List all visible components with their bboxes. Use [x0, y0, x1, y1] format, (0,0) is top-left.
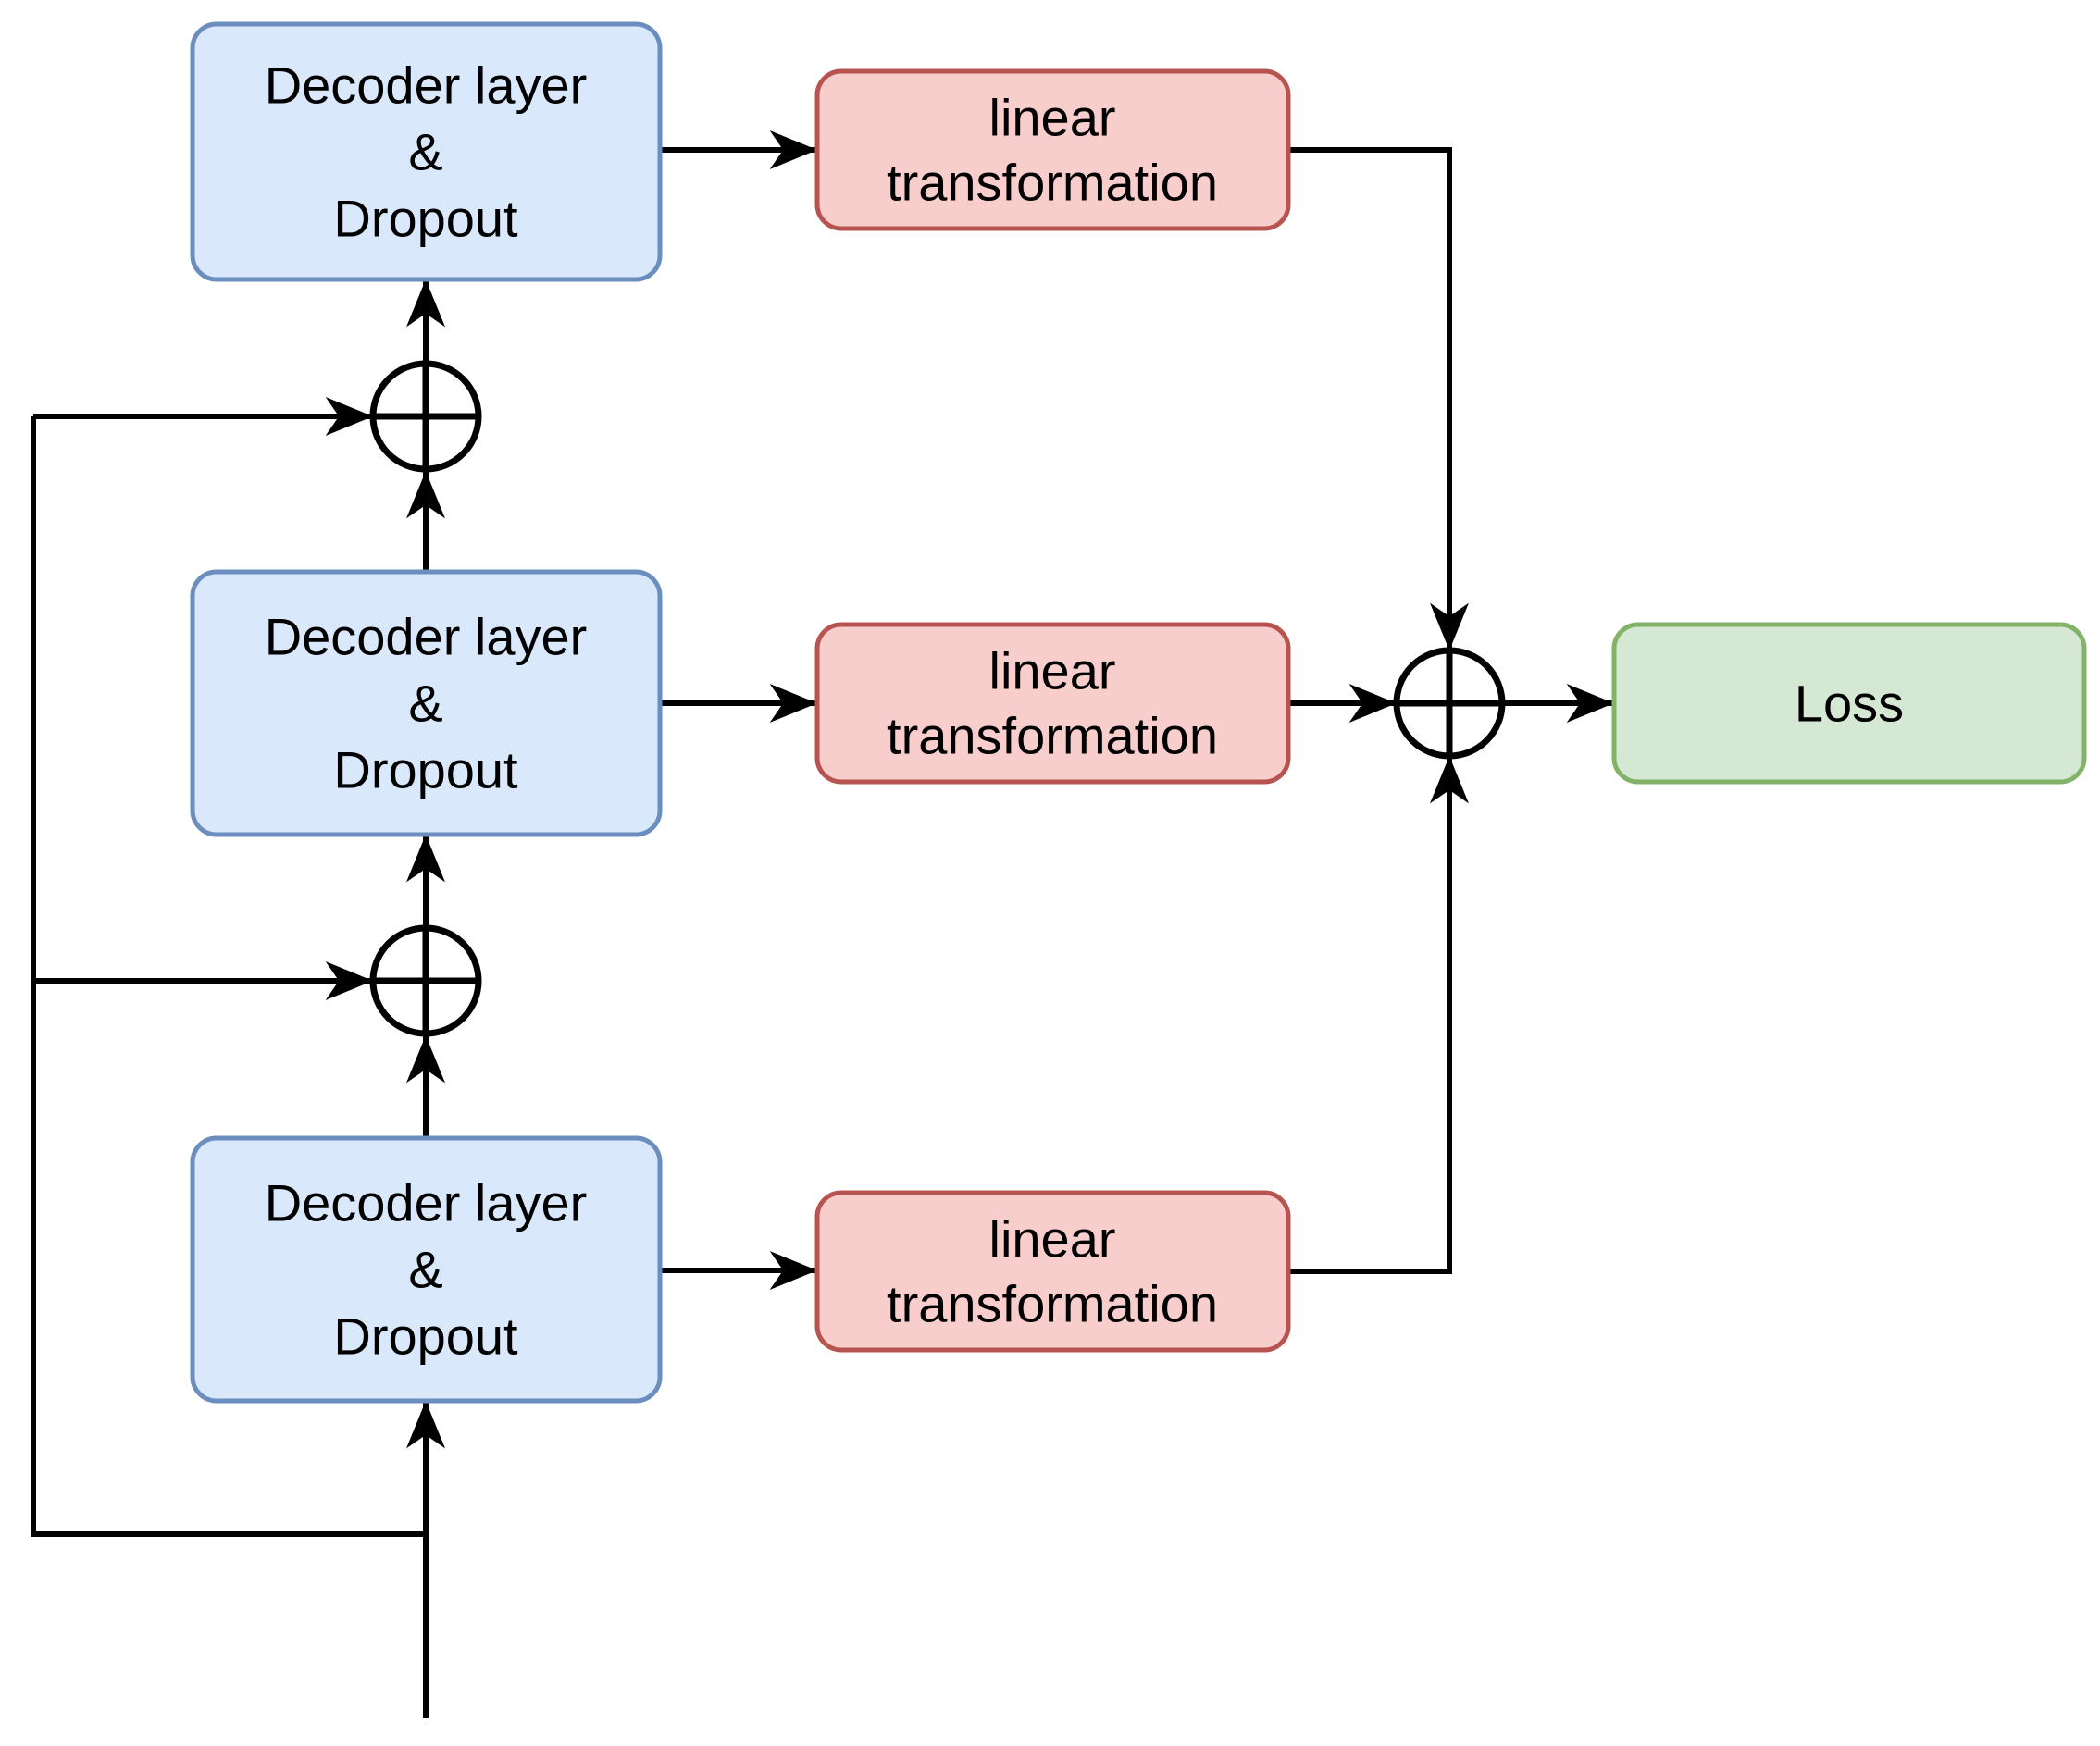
decoder-box-bottom-label-line2: & — [408, 1241, 442, 1299]
linear-box-top-label-line1: linear — [989, 89, 1116, 147]
residual-rail-line — [31, 416, 426, 1537]
arrow-linear-top-to-sum-output — [1288, 147, 1469, 650]
decoder-box-middle-rect — [190, 569, 663, 837]
decoder-box-bottom-label-line3: Dropout — [333, 1307, 518, 1366]
linear-box-bottom-label-line2: transformation — [887, 1275, 1218, 1333]
loss-box-rect — [1611, 622, 2087, 785]
linear-box-middle-label-line2: transformation — [887, 707, 1218, 765]
linear-box-bottom-rect — [814, 1190, 1291, 1353]
linear-box-bottom-label-line1: linear — [989, 1210, 1116, 1269]
decoder-box-bottom-rect — [190, 1135, 663, 1404]
arrow-linear-bottom-to-sum-output — [1288, 756, 1469, 1274]
connectors — [31, 130, 1614, 1718]
decoder-box-middle-label-line1: Decoder layer — [265, 608, 588, 666]
linear-box-top-label-line2: transformation — [887, 154, 1218, 212]
plus-cross-icon — [1397, 650, 1502, 756]
linear-box-middle-rect — [814, 622, 1291, 785]
sum-junction-middle — [369, 924, 482, 1037]
plus-cross-icon — [373, 928, 478, 1034]
linear-box-middle-label-line1: linear — [989, 642, 1116, 700]
loss-box-label: Loss — [1795, 675, 1904, 733]
decoder-box-bottom: Decoder layer & Dropout — [190, 1135, 663, 1404]
decoder-box-top: Decoder layer & Dropout — [190, 21, 663, 282]
decoder-box-middle: Decoder layer & Dropout — [190, 569, 663, 837]
decoder-box-bottom-label-line1: Decoder layer — [265, 1174, 588, 1232]
linear-box-bottom: linear transformation — [814, 1190, 1291, 1353]
decoder-box-top-rect — [190, 21, 663, 282]
decoder-box-top-label-line1: Decoder layer — [265, 56, 588, 115]
linear-box-top: linear transformation — [814, 68, 1291, 231]
plus-cross-icon — [373, 364, 478, 469]
sum-junction-output — [1393, 647, 1506, 760]
linear-box-middle: linear transformation — [814, 622, 1291, 785]
decoder-box-middle-label-line2: & — [408, 675, 442, 733]
decoder-box-top-label-line3: Dropout — [333, 190, 518, 248]
linear-box-top-rect — [814, 68, 1291, 231]
decoder-box-middle-label-line3: Dropout — [333, 741, 518, 799]
sum-junction-top — [369, 360, 482, 473]
loss-box: Loss — [1611, 622, 2087, 785]
decoder-box-top-label-line2: & — [408, 123, 442, 181]
